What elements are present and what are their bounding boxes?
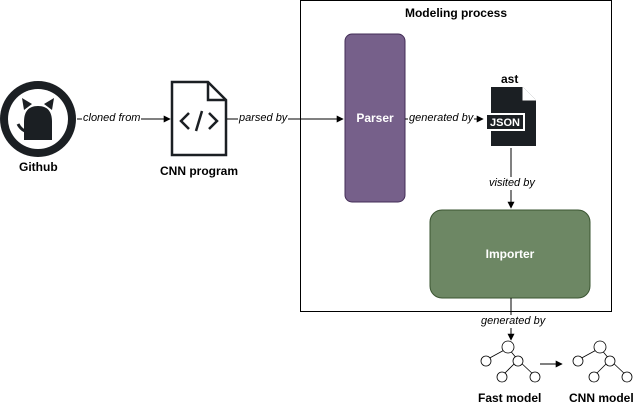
parser-box	[344, 33, 406, 203]
edge-label-visited-by: visited by	[488, 177, 536, 190]
ast-label: ast	[501, 72, 519, 86]
cnn-program-label: CNN program	[160, 164, 239, 178]
code-file-icon	[170, 80, 228, 157]
json-file-icon	[485, 87, 536, 146]
cnn-model-label: CNN model	[569, 391, 634, 405]
modeling-process-title: Modeling process	[404, 6, 508, 20]
github-octocat-icon	[0, 81, 76, 157]
importer-label: Importer	[485, 247, 535, 261]
edge-label-generated-by-model: generated by	[480, 315, 547, 328]
json-badge-text: JSON	[490, 117, 520, 129]
parser-label: Parser	[356, 111, 394, 125]
github-label: Github	[19, 160, 58, 174]
modeling-process-box	[300, 0, 612, 312]
tree-icon	[480, 340, 541, 383]
importer-box	[429, 209, 591, 299]
edge-label-parsed-by: parsed by	[238, 112, 289, 125]
edge-label-cloned-from: cloned from	[82, 112, 142, 125]
fast-model-label: Fast model	[478, 391, 542, 405]
edge-label-generated-by-ast: generated by	[408, 112, 475, 125]
tree-icon	[572, 340, 633, 383]
